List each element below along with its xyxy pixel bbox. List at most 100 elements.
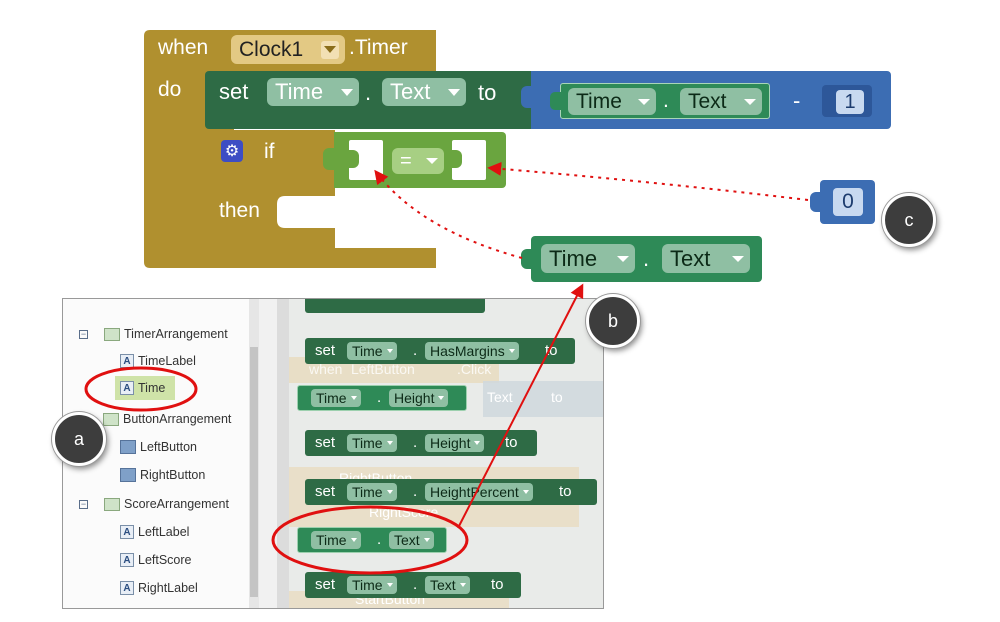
button-icon	[120, 468, 136, 482]
panel-divider	[259, 299, 277, 608]
drawer-component-dropdown[interactable]: Time	[311, 531, 361, 549]
number-one-field[interactable]: 1	[836, 90, 864, 114]
chevron-down-icon	[386, 441, 393, 445]
drawer-property-dropdown[interactable]: Height	[389, 389, 449, 407]
chevron-down-icon	[350, 538, 357, 542]
tree-item-label: TimerArrangement	[124, 327, 228, 341]
badge-a: a	[52, 412, 106, 466]
label-icon: A	[120, 525, 134, 539]
gear-icon[interactable]: ⚙	[221, 140, 243, 162]
getter-plug	[521, 249, 534, 269]
setter-to-word: to	[505, 434, 518, 451]
subtract-plug	[521, 86, 535, 108]
drawer-setter-text[interactable]	[305, 572, 521, 598]
chevron-down-icon	[459, 583, 466, 587]
tree-item-label: RightLabel	[138, 581, 198, 595]
chevron-down-icon	[426, 158, 438, 164]
label-icon: A	[120, 581, 134, 595]
set-component-dropdown[interactable]: Time	[267, 78, 359, 106]
tree-item-buttonarrangement[interactable]: ButtonArrangement	[103, 412, 231, 426]
drawer-component-dropdown[interactable]: Time	[347, 483, 397, 501]
component-dropdown-clock1[interactable]: Clock1	[231, 35, 345, 64]
designer-panel: − TimerArrangement A TimeLabel A Time Bu…	[62, 298, 604, 609]
zero-plug	[810, 192, 823, 212]
set-property-label: Text	[390, 79, 431, 104]
collapse-icon[interactable]: −	[79, 328, 88, 339]
then-socket-shape	[277, 196, 340, 228]
ghost-when: when	[309, 361, 343, 377]
then-keyword: then	[219, 199, 260, 222]
label-icon: A	[120, 354, 134, 368]
setter-dot: .	[413, 483, 418, 500]
getter-component-label: Time	[549, 245, 598, 271]
block-drawer: when LeftButton .Click Text to RightButt…	[289, 299, 603, 608]
drawer-component-dropdown[interactable]: Time	[347, 576, 397, 594]
inner-property-dropdown[interactable]: Text	[680, 88, 762, 115]
zero-number-field[interactable]: 0	[833, 188, 863, 216]
right-socket-notch	[452, 150, 462, 168]
getter-dot: .	[377, 389, 382, 406]
tree-item-label: LeftScore	[138, 553, 192, 567]
tree-item-timelabel[interactable]: A TimeLabel	[120, 354, 196, 368]
tree-item-scorearrangement[interactable]: − ScoreArrangement	[79, 497, 229, 511]
set-property-dropdown[interactable]: Text	[382, 78, 466, 106]
set-dot: .	[365, 80, 372, 105]
tree-item-label: RightButton	[140, 468, 206, 482]
getter-property-dropdown[interactable]: Text	[662, 244, 750, 273]
tree-item-leftscore[interactable]: A LeftScore	[120, 553, 192, 567]
dropdown-label: HasMargins	[430, 343, 505, 359]
drawer-property-dropdown[interactable]: HeightPercent	[425, 483, 533, 501]
button-icon	[120, 440, 136, 454]
compare-operator-dropdown[interactable]: =	[392, 148, 444, 174]
inner-component-dropdown[interactable]: Time	[568, 88, 656, 115]
tree-scrollbar-thumb[interactable]	[250, 347, 258, 597]
tree-item-leftbutton[interactable]: LeftButton	[120, 440, 197, 454]
set-component-label: Time	[275, 79, 324, 104]
tree-item-rightlabel[interactable]: A RightLabel	[120, 581, 198, 595]
tree-item-leftlabel[interactable]: A LeftLabel	[120, 525, 189, 539]
arrangement-icon	[104, 327, 120, 341]
compare-plug	[323, 148, 337, 170]
tree-item-timerarrangement[interactable]: − TimerArrangement	[79, 327, 228, 341]
drawer-component-dropdown[interactable]: Time	[347, 434, 397, 452]
tree-item-label: ButtonArrangement	[123, 412, 232, 426]
chevron-down-icon	[386, 583, 393, 587]
dropdown-label: Time	[316, 532, 347, 548]
compare-operator-label: =	[400, 149, 412, 172]
badge-b: b	[586, 294, 640, 348]
getter-dot: .	[377, 531, 382, 548]
collapse-icon[interactable]: −	[79, 498, 88, 509]
event-name: .Timer	[349, 36, 408, 59]
inner-component-label: Time	[576, 89, 622, 113]
tree-item-rightbutton[interactable]: RightButton	[120, 468, 205, 482]
drawer-edge	[277, 299, 289, 608]
inner-dot: .	[663, 89, 669, 112]
drawer-component-dropdown[interactable]: Time	[347, 342, 397, 360]
dropdown-label: Text	[430, 577, 456, 593]
label-icon: A	[120, 381, 134, 395]
drawer-property-dropdown[interactable]: HasMargins	[425, 342, 519, 360]
drawer-setter-height[interactable]	[305, 430, 537, 456]
setter-set-word: set	[315, 342, 336, 359]
tree-item-label: LeftLabel	[138, 525, 190, 539]
drawer-property-dropdown[interactable]: Text	[425, 576, 470, 594]
setter-dot: .	[413, 342, 418, 359]
setter-dot: .	[413, 434, 418, 451]
if-keyword: if	[264, 140, 275, 163]
set-keyword: set	[219, 79, 249, 104]
getter-component-dropdown[interactable]: Time	[541, 244, 635, 273]
chevron-down-icon	[732, 255, 744, 262]
minus-operator: -	[793, 88, 801, 113]
arrangement-icon	[104, 497, 120, 511]
drawer-property-dropdown[interactable]: Height	[425, 434, 485, 452]
chevron-down-icon	[321, 40, 339, 59]
ghost-left-button: LeftButton	[351, 361, 415, 377]
setter-set-word: set	[315, 483, 336, 500]
tree-item-time[interactable]: A Time	[120, 381, 165, 395]
set-block[interactable]	[205, 71, 533, 129]
drawer-component-dropdown[interactable]: Time	[311, 389, 361, 407]
inner-property-label: Text	[688, 89, 727, 113]
badge-c: c	[882, 193, 936, 247]
component-dropdown-label: Clock1	[239, 37, 304, 61]
drawer-property-dropdown[interactable]: Text	[389, 531, 434, 549]
